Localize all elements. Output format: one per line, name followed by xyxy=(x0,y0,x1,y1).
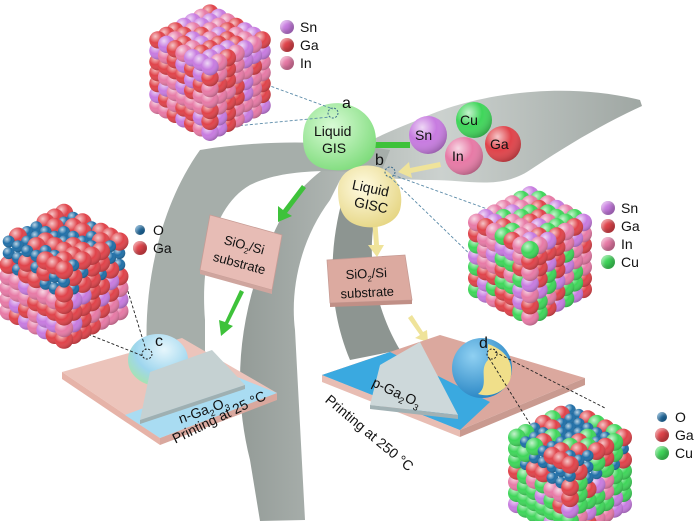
arrow-gisc-to-substrate xyxy=(368,218,384,257)
atom-o-shade xyxy=(30,221,43,234)
legend-label: In xyxy=(621,236,633,252)
atom-ga-shade xyxy=(561,478,579,496)
atom-ga-shade xyxy=(54,284,74,303)
atom-ga-shade xyxy=(561,456,579,474)
atom-o-shade xyxy=(2,235,15,248)
legend-swatch-o xyxy=(657,412,667,422)
legend-label: Cu xyxy=(675,445,693,461)
label-d: d xyxy=(479,335,488,352)
liquid-gis-droplet xyxy=(303,103,376,171)
legend-item-in: In xyxy=(280,54,319,72)
legend-swatch-ga xyxy=(280,38,294,52)
zoom-connectors xyxy=(64,82,606,449)
arrow-substrate-to-print-right xyxy=(408,315,428,342)
legend-label: Ga xyxy=(300,37,319,53)
tray-sphere-cu-shade xyxy=(456,102,492,138)
atom-o-shade xyxy=(564,413,576,425)
label-b: b xyxy=(375,152,384,169)
substrate-label-right: SiO2/Si substrate xyxy=(340,264,395,301)
legend-item-in: In xyxy=(601,235,640,253)
atom-o-shade xyxy=(2,247,15,260)
substrate-card-left xyxy=(199,214,283,294)
liquid-gis-line2: GIS xyxy=(322,140,347,156)
legend-swatch-in xyxy=(280,56,294,70)
legend-item-ga: Ga xyxy=(280,36,319,54)
atom-o-shade xyxy=(11,240,24,253)
legend-item-ga: Ga xyxy=(133,239,172,257)
legend-item-ga: Ga xyxy=(601,217,640,235)
tray-label-cu: Cu xyxy=(460,112,478,128)
label-c: c xyxy=(155,333,163,350)
legend-swatch-cu xyxy=(601,255,615,269)
legend-item-o: O xyxy=(133,221,172,239)
legend-item-cu: Cu xyxy=(601,253,640,271)
legend-item-sn: Sn xyxy=(280,18,319,36)
legend-swatch-in xyxy=(601,237,615,251)
legend-swatch-ga xyxy=(601,219,615,233)
legend-item-ga: Ga xyxy=(655,426,694,444)
legend-item-sn: Sn xyxy=(601,199,640,217)
arrows xyxy=(219,136,441,342)
tray-label-ga: Ga xyxy=(490,136,509,152)
atom-o-shade xyxy=(581,449,594,462)
legend-item-cu: Cu xyxy=(655,444,694,462)
legend-swatch-ga xyxy=(655,428,669,442)
legend-label: Ga xyxy=(675,427,694,443)
atom-sn-shade xyxy=(201,58,219,76)
legend-label: In xyxy=(300,55,312,71)
legend-label: Ga xyxy=(621,218,640,234)
atom-cluster-gisc xyxy=(468,186,593,326)
atom-o-shade xyxy=(564,422,576,435)
legend-label: Sn xyxy=(300,19,318,35)
atom-cluster-n-ga2o3 xyxy=(0,203,129,349)
atom-o-shade xyxy=(58,226,70,239)
legend-label: O xyxy=(153,222,164,238)
element-tray xyxy=(409,102,521,175)
liquid-gis-line1: Liquid xyxy=(314,123,352,139)
legend-swatch-sn xyxy=(601,201,615,215)
arrow-tray-to-gisc xyxy=(398,162,441,178)
tray-sphere-in-shade xyxy=(445,137,483,175)
arrow-tray-to-gis xyxy=(358,136,410,154)
atom-ga-shade xyxy=(54,260,74,280)
atom-cu-shade xyxy=(521,241,539,259)
arrow-substrate-to-print-left xyxy=(219,290,244,336)
legend-item-o: O xyxy=(655,408,694,426)
tray-label-sn: Sn xyxy=(415,127,433,143)
tray-label-in: In xyxy=(452,148,464,164)
legend-label: Sn xyxy=(621,200,639,216)
legend-swatch-sn xyxy=(280,20,294,34)
tray-sphere-sn-shade xyxy=(409,116,447,154)
legend-label: O xyxy=(675,409,686,425)
substrate-card-right xyxy=(326,254,413,307)
print-stage-right xyxy=(322,335,585,437)
legend-swatch-ga xyxy=(133,241,147,255)
print-stage-left xyxy=(62,334,277,445)
arrow-gis-to-substrate xyxy=(278,185,306,222)
atom-o-shade xyxy=(21,245,34,258)
legend-n-ga2o3: O Ga xyxy=(133,221,172,257)
atom-cluster-p-ga2o3 xyxy=(507,404,633,521)
label-a: a xyxy=(342,95,351,112)
legend-label: Ga xyxy=(153,240,172,256)
atom-o-shade xyxy=(573,417,585,430)
atom-o-shade xyxy=(546,472,559,484)
legend-swatch-cu xyxy=(655,446,669,460)
atom-cluster-gis xyxy=(149,4,271,141)
tray-sphere-ga-shade xyxy=(485,126,521,162)
legend-label: Cu xyxy=(621,254,639,270)
legend-swatch-o xyxy=(135,225,145,235)
